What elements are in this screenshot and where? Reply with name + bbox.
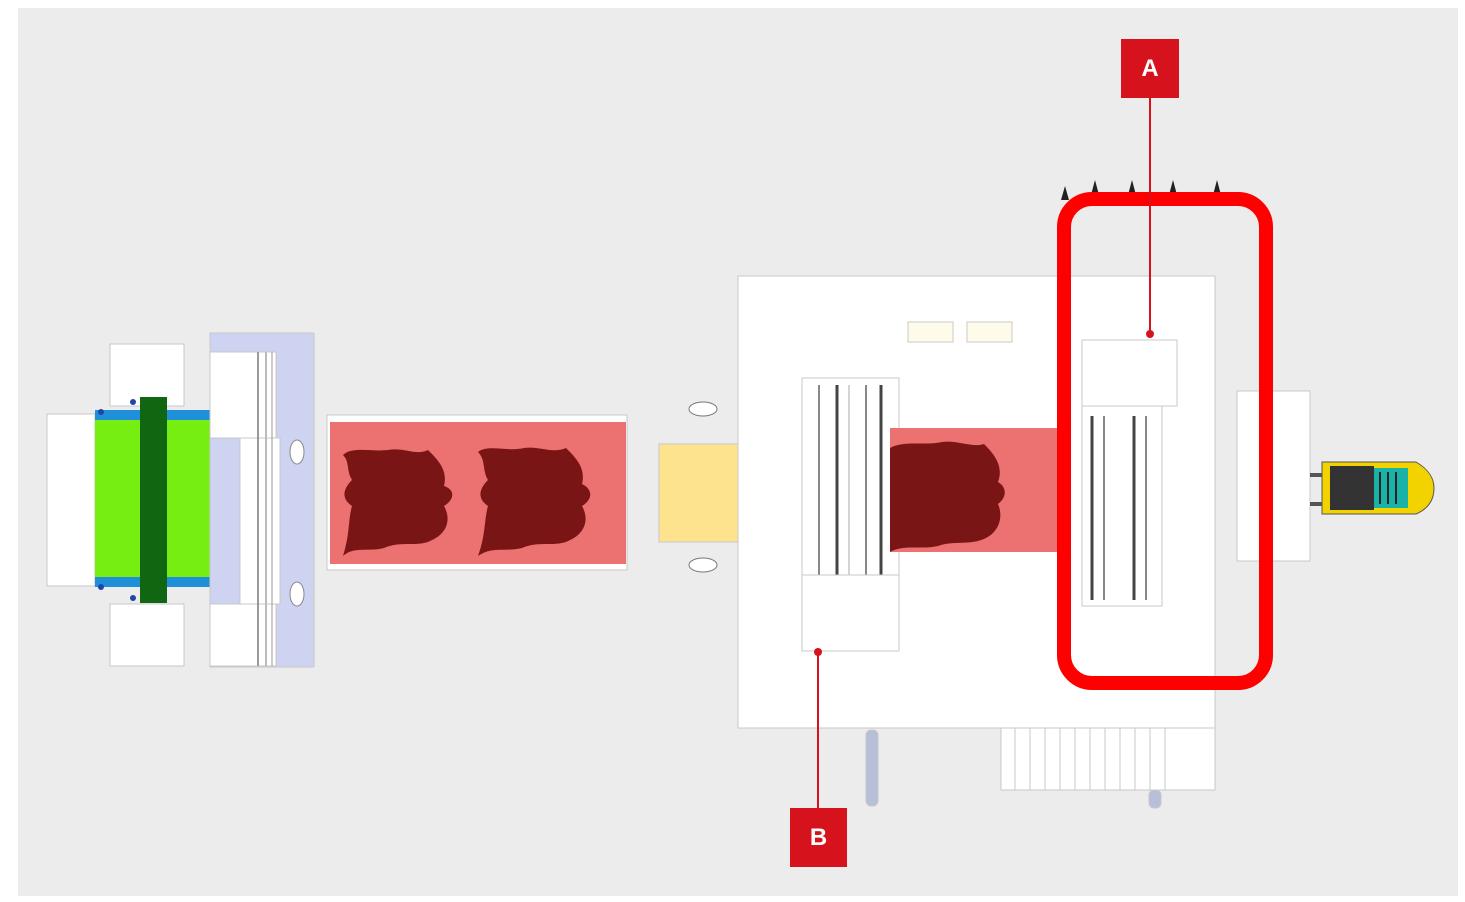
yellow-pad <box>658 443 740 543</box>
sensor-icon <box>289 581 305 607</box>
infeed-unit <box>46 343 241 667</box>
callout-b-box <box>790 808 847 867</box>
roller-knob <box>98 409 104 415</box>
forklift-icon <box>1310 461 1435 515</box>
lower-grille <box>1000 727 1216 791</box>
roller-knob <box>98 584 104 590</box>
roller-block-mid <box>239 437 281 605</box>
pipe <box>1148 789 1162 809</box>
callout-b-label: B <box>809 823 828 851</box>
callout-a-box <box>1121 39 1179 98</box>
blue-strip-bottom <box>95 576 240 587</box>
conveyor-1 <box>326 414 628 571</box>
hide-shape <box>343 449 453 556</box>
roller-knob <box>130 399 136 405</box>
roller-assembly-a <box>1081 405 1163 607</box>
roller-assembly-b <box>801 377 900 585</box>
roller-knob <box>130 595 136 601</box>
infeed-side-panel <box>46 413 96 587</box>
infeed-top-block <box>109 343 185 407</box>
callout-a-label: A <box>1141 54 1159 82</box>
highlight-frame-a <box>1057 192 1273 690</box>
top-unit <box>966 321 1013 343</box>
hide-shape <box>890 441 1005 552</box>
dark-green-bar <box>140 397 167 603</box>
side-station <box>1236 390 1311 562</box>
unit-a-box <box>1081 339 1178 407</box>
roller-frame <box>209 332 315 668</box>
callout-a-dot <box>1146 330 1154 338</box>
top-unit <box>907 321 954 343</box>
spike-row <box>1061 180 1221 200</box>
blue-strip-top <box>95 410 240 421</box>
callout-b-dot <box>814 648 822 656</box>
pipe <box>865 729 879 807</box>
infeed-bottom-block <box>109 603 185 667</box>
hide-shape <box>478 447 591 556</box>
operator-icon <box>688 557 718 573</box>
sensor-icon <box>289 439 305 465</box>
operator-icon <box>688 401 718 417</box>
unit-b-box <box>801 574 900 652</box>
